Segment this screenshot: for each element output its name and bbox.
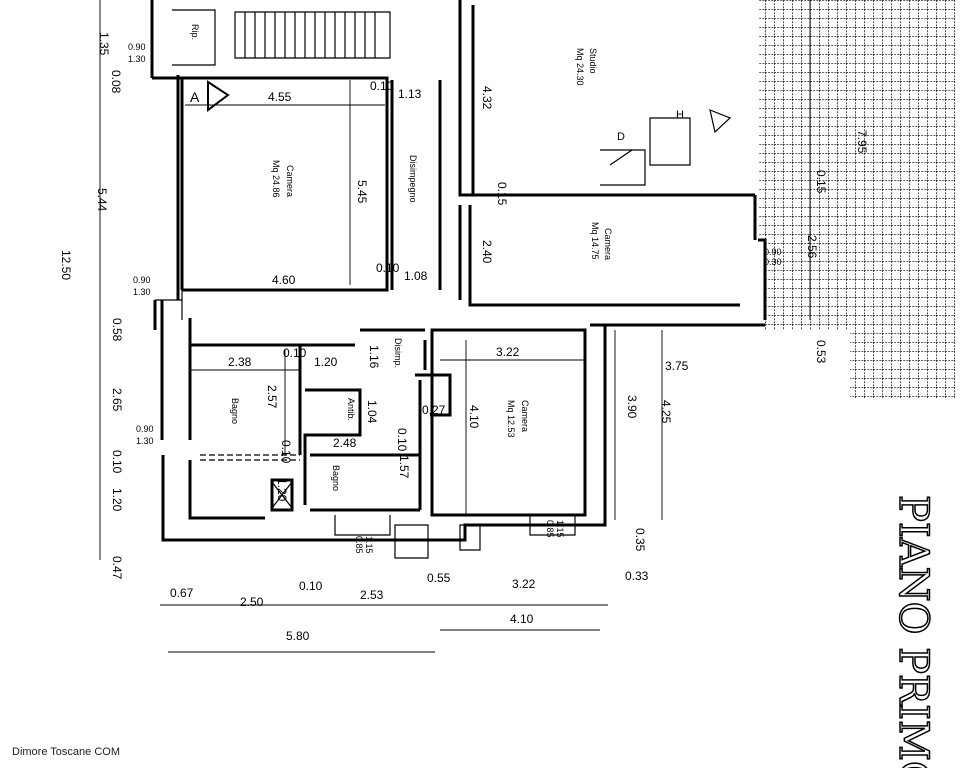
dim: 4.32 [480, 86, 494, 110]
marker-d: D [617, 131, 625, 143]
section-marker-a: A [190, 89, 200, 105]
dim: 1.20 [275, 478, 289, 502]
dim: 5.45 [355, 180, 369, 204]
terrace-hatch [758, 0, 955, 398]
label-studio: Studio [588, 48, 598, 74]
label-camera-b-area: Mq 14.75 [590, 222, 600, 260]
dim: 0.85 [354, 536, 364, 554]
dim: 3.22 [512, 577, 536, 591]
marker-h: H [676, 109, 684, 121]
dim: 4.55 [268, 90, 292, 104]
dim: 5.80 [286, 629, 310, 643]
dim: 0.10 [110, 450, 124, 474]
dim: 3.90 [625, 395, 639, 419]
label-camera-c-area: Mq 12.53 [506, 400, 516, 438]
dim: 0.35 [633, 528, 647, 552]
dim: 1.15 [364, 536, 374, 554]
label-disimpegno: Disimpegno [408, 155, 418, 203]
dim: 1.57 [397, 455, 411, 479]
dim: 0.10 [283, 346, 307, 360]
walls [150, 0, 767, 542]
dimension-lines [99, 0, 811, 653]
dim: 5.44 [95, 188, 109, 212]
dim: 0.90 [136, 424, 154, 434]
dim: 1.08 [404, 269, 428, 283]
dim: 0.10 [376, 261, 400, 275]
dim: 2.48 [333, 436, 357, 450]
dim: 2.38 [228, 355, 252, 369]
dim: 0.33 [625, 569, 649, 583]
watermark: Dimore Toscane COM [12, 746, 120, 758]
dim: 0.08 [109, 70, 123, 94]
dim: 1.04 [365, 400, 379, 424]
dim: 0.15 [495, 182, 509, 206]
dim: 0.30 [764, 257, 782, 267]
dim: 1.30 [133, 287, 151, 297]
dim: 2.57 [265, 385, 279, 409]
dim: 7.95 [855, 130, 869, 154]
dim: 0.55 [427, 571, 451, 585]
dim: 4.10 [510, 612, 534, 626]
details [155, 9, 732, 559]
dim: 0.90 [128, 42, 146, 52]
dim: 0.10 [370, 79, 394, 93]
dim: 1.30 [128, 54, 146, 64]
dim: 2.40 [480, 240, 494, 264]
label-camera-a-area: Mq 24.86 [271, 160, 281, 198]
dim: 0.10 [279, 440, 293, 464]
dim: 4.60 [272, 273, 296, 287]
dim: 4.10 [467, 405, 481, 429]
dim: 2.65 [110, 388, 124, 412]
label-camera-a: Camera [285, 165, 295, 197]
dim: 0.53 [814, 340, 828, 364]
dim: 1.20 [110, 488, 124, 512]
label-camera-c: Camera [520, 400, 530, 432]
dim: 1.16 [367, 345, 381, 369]
dim: 0.85 [545, 520, 555, 538]
dim: 1.13 [398, 87, 422, 101]
dim: 3.22 [496, 345, 520, 359]
label-antibagno: Antib. [346, 398, 356, 421]
dim: 2.53 [360, 588, 384, 602]
dim: 2.50 [240, 595, 264, 609]
dim: 0.47 [110, 556, 124, 580]
dim: 0.90 [133, 275, 151, 285]
dim: 2.56 [805, 235, 819, 259]
dim: 0.67 [170, 586, 194, 600]
dim: 0.27 [422, 403, 446, 417]
label-bagno-2: Bagno [331, 465, 341, 491]
dim: 0.10 [395, 428, 409, 452]
room-labels: Rip. Camera Mq 24.86 Disimpegno Studio M… [190, 24, 613, 491]
label-studio-area: Mq 24.30 [575, 48, 585, 86]
dim: 3.75 [665, 359, 689, 373]
dim: 1.15 [555, 520, 565, 538]
label-bagno-1: Bagno [230, 398, 240, 424]
dim: 4.25 [659, 400, 673, 424]
dim: 0.10 [299, 579, 323, 593]
handwritten-title: PIANO PRIMO [890, 495, 936, 768]
dimension-texts: 1.35 0.08 0.90 1.30 4.55 4.60 5.45 0.10 … [59, 32, 869, 643]
label-disimp: Disimp. [393, 338, 403, 368]
dim: 12.50 [59, 250, 73, 280]
dim: 0.90 [764, 247, 782, 257]
label-camera-b: Camera [603, 228, 613, 260]
dim: 0.58 [110, 318, 124, 342]
label-rip: Rip. [190, 24, 200, 40]
dim: 0.15 [814, 170, 828, 194]
dim: 1.20 [314, 355, 338, 369]
dim: 1.30 [136, 436, 154, 446]
dim: 1.35 [97, 32, 111, 56]
